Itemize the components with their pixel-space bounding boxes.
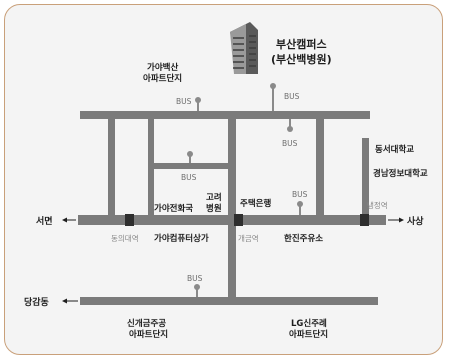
road-top-horizontal [80, 111, 370, 119]
station-marker-naengjeong [360, 214, 369, 226]
bus-label: BUS [181, 173, 197, 182]
direction-label-danggamdong: 당감동 [24, 296, 49, 308]
bus-label: BUS [292, 190, 308, 199]
bus-stop-icon [194, 284, 200, 290]
station-label-naengjeong: 냉정역 [367, 200, 388, 210]
landmark-lg-line1: LG신주례 [291, 318, 327, 329]
direction-arrows [62, 217, 404, 304]
landmark-goryeo-line1: 고려 [206, 192, 222, 203]
road-vertical-central [228, 111, 236, 301]
landmark-gaya-baeksan-line2: 아파트단지 [143, 73, 182, 84]
station-label-gaegeum: 개금역 [238, 233, 259, 243]
bus-stops: BUS BUS BUS BUS BUS BUS [176, 83, 308, 297]
arrow-east-head [399, 217, 404, 223]
bus-stop-icon [187, 151, 193, 157]
building-front-face [230, 24, 246, 74]
bus-stop-icon [270, 83, 276, 89]
bus-label: BUS [284, 92, 300, 101]
road-vertical-west-inner [148, 115, 154, 220]
road-vertical-east [316, 115, 324, 220]
bus-stop-icon [195, 97, 201, 103]
bus-label: BUS [187, 274, 203, 283]
direction-label-sasang: 사상 [407, 215, 424, 227]
landmark-lg-line2: 아파트단지 [289, 329, 328, 340]
landmark-gaya-telecom: 가야전화국 [154, 203, 193, 214]
landmark-singaegeum-line1: 신개금주공 [127, 318, 166, 329]
hospital-building-icon [230, 22, 258, 74]
landmark-hanjin-gas: 한진주유소 [284, 233, 323, 244]
bus-label: BUS [176, 97, 192, 106]
arrow-bottom-west-head [62, 298, 67, 304]
landmark-gaya-computer-mall: 가야컴퓨터상가 [154, 233, 209, 244]
road-mid-short-horizontal [150, 163, 230, 169]
hospital-name-line2: (부산백병원) [271, 52, 332, 66]
landmark-goryeo-line2: 병원 [206, 203, 222, 214]
road-vertical-far-east [362, 138, 369, 220]
station-label-dongui: 동의대역 [111, 233, 139, 243]
station-marker-dongui [125, 214, 134, 226]
station-marker-gaegeum [234, 214, 243, 226]
subway-stations [125, 214, 369, 226]
bus-label: BUS [282, 139, 298, 148]
road-vertical-west [108, 115, 115, 220]
bus-stop-icon [297, 201, 303, 207]
landmark-housing-bank: 주택은행 [240, 198, 271, 209]
arrow-west-head [62, 217, 67, 223]
landmark-gaya-baeksan-line1: 가야백산 [147, 62, 178, 73]
landmark-dongseo-univ: 동서대학교 [375, 144, 414, 155]
direction-label-seomyeon: 서면 [36, 215, 53, 227]
map-panel [4, 4, 443, 355]
building-windows [233, 35, 256, 69]
bus-stop-icon [287, 126, 293, 132]
landmark-singaegeum-line2: 아파트단지 [129, 329, 168, 340]
roads [78, 111, 386, 305]
hospital-name-line1: 부산캠퍼스 [276, 37, 327, 51]
landmark-kyungnam-info-univ: 경남정보대학교 [373, 168, 428, 179]
